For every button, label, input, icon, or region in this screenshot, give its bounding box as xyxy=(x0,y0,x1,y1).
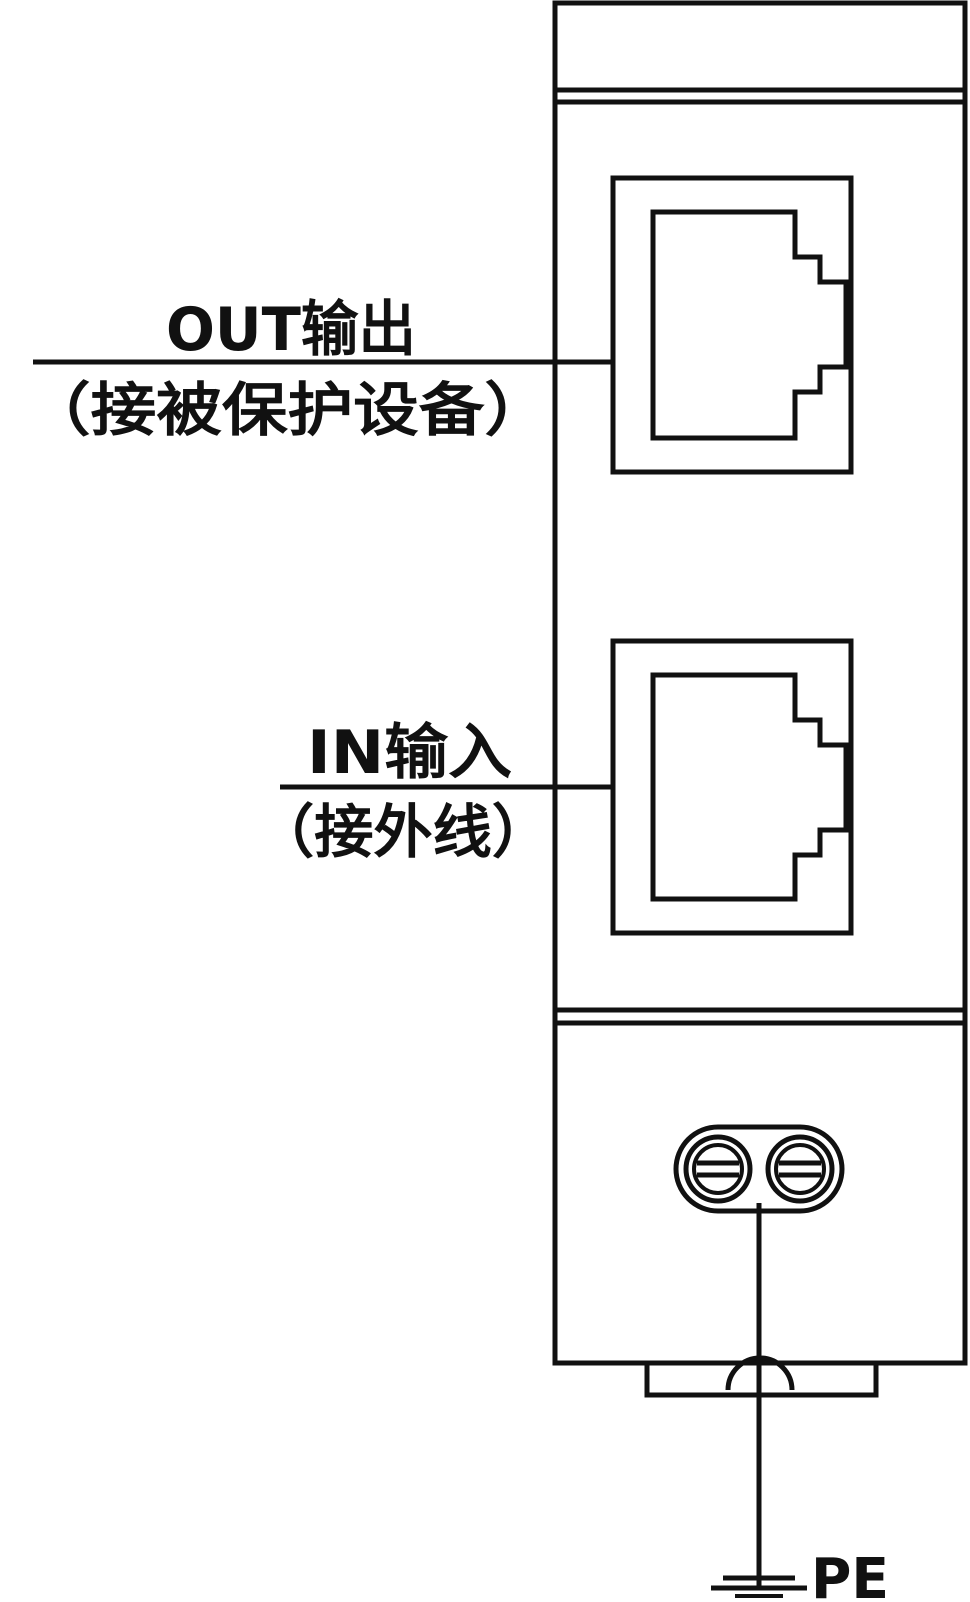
housing-outline xyxy=(552,0,968,1366)
pe-label: PE xyxy=(811,1547,889,1602)
in-note-label: （接外线） xyxy=(255,798,551,866)
in-title-label: IN输入 xyxy=(307,718,512,788)
in-port-frame xyxy=(610,638,854,936)
screw-right-outer xyxy=(765,1134,835,1204)
ground-terminal xyxy=(673,1124,845,1214)
screw-right-inner xyxy=(774,1143,826,1195)
screw-left-outer xyxy=(683,1134,753,1204)
out-port-frame xyxy=(610,175,854,475)
terminal-body xyxy=(673,1124,845,1214)
ground-wire xyxy=(711,1203,807,1598)
out-rj45-port xyxy=(610,175,854,475)
in-port-socket xyxy=(650,672,849,902)
out-note-label: （接被保护设备） xyxy=(25,376,550,444)
device-housing xyxy=(552,0,968,1366)
out-port-socket xyxy=(650,209,849,441)
screw-left-inner xyxy=(692,1143,744,1195)
out-title-label: OUT输出 xyxy=(166,295,416,365)
leader-lines xyxy=(33,359,613,790)
in-rj45-port xyxy=(610,638,854,936)
